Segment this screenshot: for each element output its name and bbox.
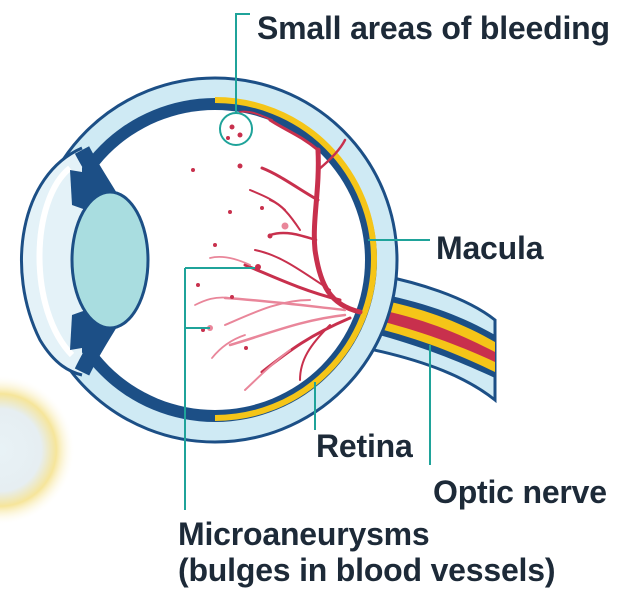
label-small-areas-of-bleeding: Small areas of bleeding	[257, 10, 610, 47]
label-optic-nerve: Optic nerve	[433, 474, 607, 511]
lens	[72, 192, 148, 328]
label-microaneurysms-line2: (bulges in blood vessels)	[178, 552, 555, 588]
label-macula: Macula	[436, 230, 543, 267]
label-retina: Retina	[316, 428, 413, 465]
light-glow	[0, 375, 75, 525]
label-microaneurysms: Microaneurysms (bulges in blood vessels)	[178, 516, 555, 588]
label-microaneurysms-line1: Microaneurysms	[178, 516, 555, 552]
